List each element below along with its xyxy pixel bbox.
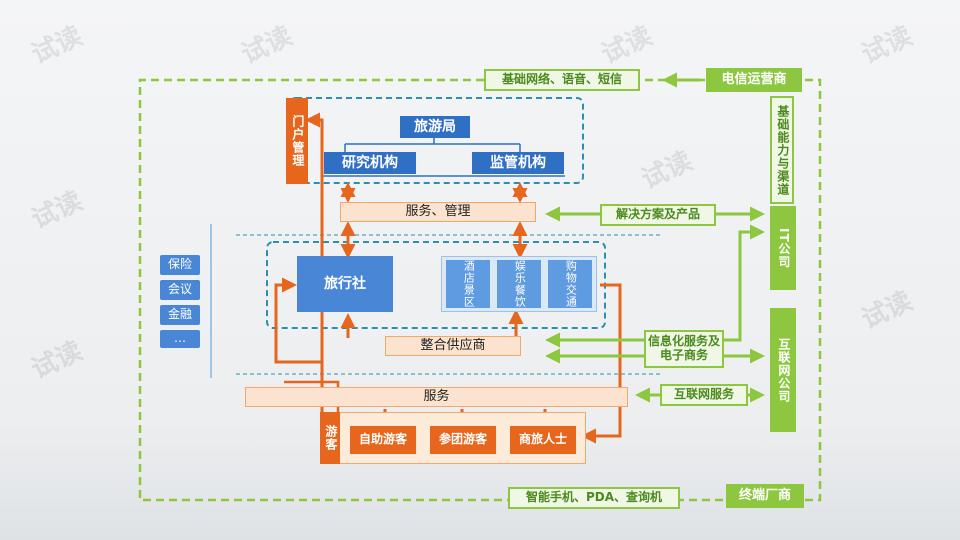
tourists-label: 游客 xyxy=(320,412,340,464)
shopping-transport-cell: 购物交通 xyxy=(548,260,592,308)
travel-agency-box: 旅行社 xyxy=(297,256,393,312)
insurance-box: 保险 xyxy=(160,255,200,275)
info-service-label: 信息化服务及电子商务 xyxy=(644,330,724,368)
terminal-vendor-box: 终端厂商 xyxy=(726,484,804,508)
regulator-box: 监管机构 xyxy=(472,152,564,174)
internet-service-label: 互联网服务 xyxy=(660,384,748,406)
service-management-bar: 服务、管理 xyxy=(340,202,536,222)
group-tour-box: 参团游客 xyxy=(430,426,496,454)
self-tour-box: 自助游客 xyxy=(350,426,416,454)
conference-box: 会议 xyxy=(160,280,200,300)
entertainment-dining-cell: 娱乐餐饮 xyxy=(497,260,541,308)
government-group-border xyxy=(289,97,584,184)
outer-frame-right xyxy=(805,78,822,502)
terminal-devices-label: 智能手机、PDA、查询机 xyxy=(508,487,680,509)
research-institution-box: 研究机构 xyxy=(324,152,416,174)
integrated-supplier-bar: 整合供应商 xyxy=(385,336,521,356)
tourism-bureau-box: 旅游局 xyxy=(400,116,470,138)
hotel-scenic-cell: 酒店景区 xyxy=(446,260,490,308)
outer-frame-line xyxy=(138,78,725,502)
telecom-operator-box: 电信运营商 xyxy=(706,68,802,92)
solutions-label: 解决方案及产品 xyxy=(600,204,716,226)
it-company-box: IT公司 xyxy=(770,206,796,290)
internet-company-box: 互联网公司 xyxy=(770,308,796,432)
portal-management-box: 门户管理 xyxy=(286,98,308,184)
basic-capability-label: 基础能力与渠道 xyxy=(770,96,794,204)
more-box: … xyxy=(160,330,200,348)
basic-network-service-label: 基础网络、语音、短信 xyxy=(484,69,640,91)
service-bar: 服务 xyxy=(245,387,628,407)
business-traveler-box: 商旅人士 xyxy=(510,426,576,454)
finance-box: 金融 xyxy=(160,305,200,325)
